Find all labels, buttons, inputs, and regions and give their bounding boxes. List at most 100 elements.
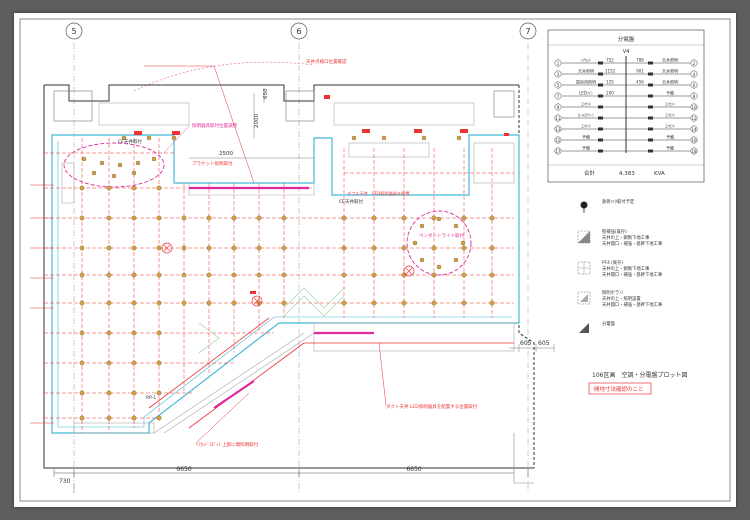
note-box-text: 開地寸法確認のこと	[594, 385, 644, 393]
light-fixture	[156, 245, 162, 251]
light-fixture	[461, 215, 467, 221]
light-fixture	[106, 185, 112, 191]
magenta-highlights	[189, 186, 374, 409]
light-fixture	[371, 300, 377, 306]
light-fixture	[79, 360, 85, 366]
panel-circuit-no: 11	[555, 116, 561, 121]
panel-circuit-no: 4	[693, 72, 696, 77]
panel-circuit-no: 5	[557, 83, 560, 88]
panel-circuit-bubble	[554, 114, 562, 122]
legend-text: 天井の上・鋼製下地工事	[602, 265, 650, 272]
breaker-mark	[598, 116, 603, 120]
panel-circuit-bubble	[554, 81, 562, 89]
light-fixture	[456, 135, 462, 141]
panel-circuit-no: 16	[691, 138, 697, 143]
light-fixture	[419, 223, 425, 229]
legend: 鉄骨ﾌｯｸ取付予定壁補強(既存)天井の上・鋼製下地工事天井開口・補強・基幹下地工…	[577, 198, 663, 333]
note-ce-2: CE天井取付	[339, 198, 363, 205]
light-fixture	[206, 272, 212, 278]
panel-circuit-bubble	[690, 103, 698, 111]
light-fixture	[401, 300, 407, 306]
ceiling-grid-horizontal	[44, 152, 514, 419]
panel-circuit-no: 3	[557, 72, 560, 77]
panel-circuit-value: 1152	[605, 69, 616, 74]
light-fixture	[412, 240, 418, 246]
legend-symbol-tri	[577, 230, 591, 244]
light-fixture	[156, 272, 162, 278]
light-fixture	[131, 300, 137, 306]
legend-text: 鉄骨ﾌｯｸ取付予定	[602, 198, 635, 205]
panel-circuit-bubble	[690, 59, 698, 67]
panel-circuit-no: 2	[693, 61, 696, 66]
light-fixture	[79, 390, 85, 396]
legend-symbol-box	[577, 291, 591, 305]
dim-730: 730	[59, 478, 71, 485]
ceiling-grid-vertical	[81, 138, 493, 433]
light-fixture	[436, 216, 442, 222]
note-rp: RP-1	[146, 395, 156, 401]
panel-circuit-name: 予備	[582, 134, 590, 140]
breaker-mark	[648, 116, 653, 120]
right-dimensions	[509, 344, 555, 352]
magenta-leader	[133, 61, 315, 92]
panel-circuit-bubble	[690, 92, 698, 100]
panel-circuit-value: 788	[636, 58, 644, 63]
light-fixture	[489, 300, 495, 306]
panel-circuit-name: 予備	[666, 145, 674, 151]
light-fixture	[106, 330, 112, 336]
legend-text: 天井の上・照明設置	[602, 295, 641, 302]
light-fixture	[156, 390, 162, 396]
panel-circuit-name: ﾍｱｶｯﾄ	[581, 58, 591, 63]
legend-symbol-pin	[580, 201, 588, 213]
light-fixture	[431, 272, 437, 278]
light-fixture	[156, 415, 162, 421]
light-fixture	[181, 272, 187, 278]
panel-circuit-bubble	[690, 114, 698, 122]
panel-circuit-bubble	[554, 147, 562, 155]
light-fixture	[281, 272, 287, 278]
light-fixture	[131, 185, 137, 191]
note-bracket: ブラケット照明取付	[192, 160, 233, 167]
panel-circuit-value: 901	[636, 69, 644, 74]
light-fixture	[181, 215, 187, 221]
light-fixture	[131, 390, 137, 396]
light-fixture	[341, 272, 347, 278]
panel-circuit-bubble	[554, 103, 562, 111]
breaker-mark	[648, 138, 653, 142]
panel-circuit-no: 18	[691, 149, 697, 154]
panel-circuit-name: 予備	[666, 134, 674, 140]
panel-circuit-bubble	[554, 70, 562, 78]
light-fixture	[79, 185, 85, 191]
bottom-structure	[73, 433, 534, 493]
panel-circuit-value: 752	[606, 58, 614, 63]
panel-circuit-no: 12	[691, 116, 697, 121]
panel-circuit-name: 天井照明	[662, 57, 678, 63]
light-fixture	[106, 360, 112, 366]
panel-circuit-name: 天井照明	[662, 68, 678, 74]
rp-markers	[161, 242, 415, 307]
light-fixture	[461, 272, 467, 278]
light-fixture	[231, 272, 237, 278]
light-fixture	[461, 300, 467, 306]
light-fixture	[156, 215, 162, 221]
light-fixture	[489, 245, 495, 251]
light-fixture	[106, 245, 112, 251]
panel-circuit-value: 456	[636, 80, 644, 85]
light-fixture	[156, 360, 162, 366]
light-fixture	[106, 215, 112, 221]
grid-label-5: 5	[71, 27, 76, 36]
sheet-border	[19, 18, 731, 502]
light-fixture	[341, 215, 347, 221]
grid-bubble-5: 5	[65, 22, 83, 40]
light-fixture	[106, 300, 112, 306]
note-dot: ダブル天井 LED照明器具を配置	[347, 190, 410, 197]
light-fixture	[156, 330, 162, 336]
dim-2000: 2000	[254, 114, 260, 128]
light-fixture	[181, 245, 187, 251]
light-fixture	[106, 415, 112, 421]
light-fixture	[79, 215, 85, 221]
dim-650: 650	[263, 88, 269, 99]
shop-boundary	[51, 134, 520, 434]
panel-circuit-bubble	[690, 136, 698, 144]
